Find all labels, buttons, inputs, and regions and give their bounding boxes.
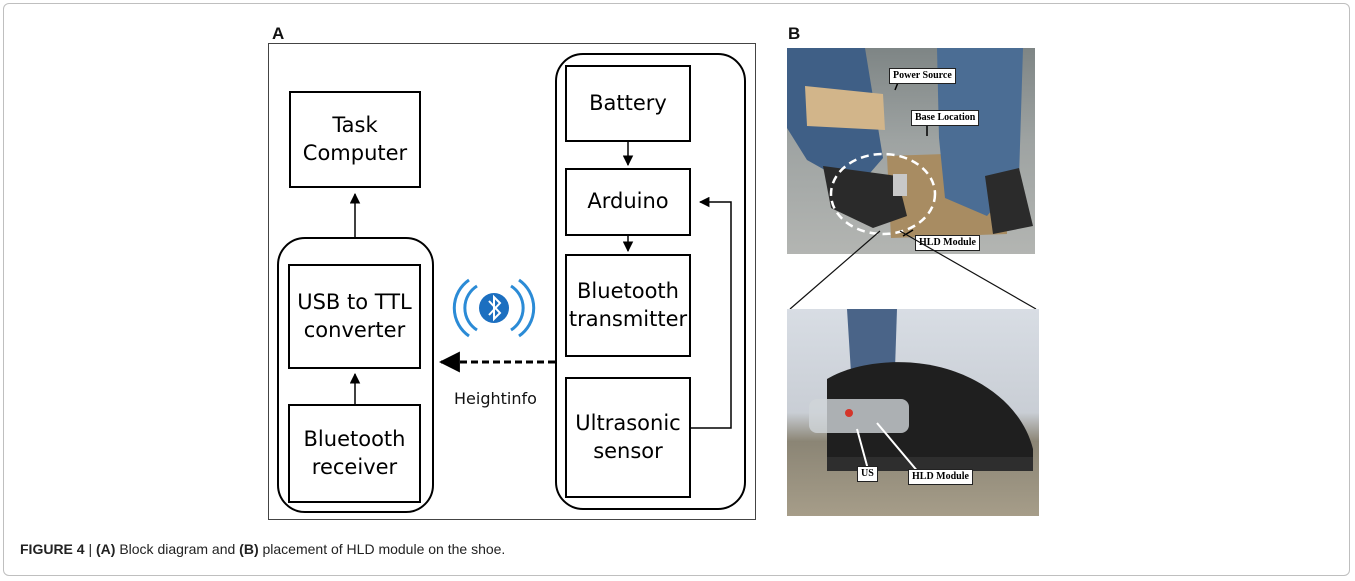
photo-feet-top-view: Power Source Base Location HLD Module xyxy=(787,48,1035,254)
ultrasonic-sensor-block: Ultrasonic sensor xyxy=(565,377,691,498)
height-info-label: Heightinfo xyxy=(454,389,537,408)
shoe-illustration xyxy=(809,309,1033,474)
panel-b-label: B xyxy=(788,24,801,43)
caption-figure-number: FIGURE 4 xyxy=(20,541,85,557)
callout-us: US xyxy=(857,466,878,482)
task-computer-block: Task Computer xyxy=(289,91,421,188)
caption-a-text: Block diagram and xyxy=(115,541,240,557)
bluetooth-transmitter-block: Bluetooth transmitter xyxy=(565,254,691,357)
diagram-connectors xyxy=(349,142,732,429)
figure-caption: FIGURE 4 | (A) Block diagram and (B) pla… xyxy=(20,541,505,557)
transmitter-group xyxy=(555,53,746,510)
bluetooth-receiver-block: Bluetooth receiver xyxy=(288,404,421,503)
feedback-arrow-sensor-to-arduino xyxy=(691,196,732,429)
arduino-block: Arduino xyxy=(565,168,691,236)
caption-b-tag: (B) xyxy=(239,541,259,557)
caption-a-tag: (A) xyxy=(96,541,116,557)
callout-hld-module-bottom: HLD Module xyxy=(908,469,973,485)
figure-frame xyxy=(3,3,1350,576)
photo-shoe-side-view: US HLD Module xyxy=(787,309,1039,516)
receiver-group xyxy=(277,237,434,513)
callout-power-source: Power Source xyxy=(889,68,956,84)
panel-a-label: A xyxy=(272,24,285,43)
caption-separator: | xyxy=(84,541,96,557)
bluetooth-icon xyxy=(452,278,536,338)
usb-ttl-converter-block: USB to TTL converter xyxy=(288,264,421,369)
block-diagram: Task Computer USB to TTL converter Bluet… xyxy=(268,43,756,520)
battery-block: Battery xyxy=(565,65,691,142)
caption-b-text: placement of HLD module on the shoe. xyxy=(258,541,506,557)
callout-hld-module-top: HLD Module xyxy=(915,235,980,251)
callout-base-location: Base Location xyxy=(911,110,980,126)
feet-illustration xyxy=(787,48,1033,238)
